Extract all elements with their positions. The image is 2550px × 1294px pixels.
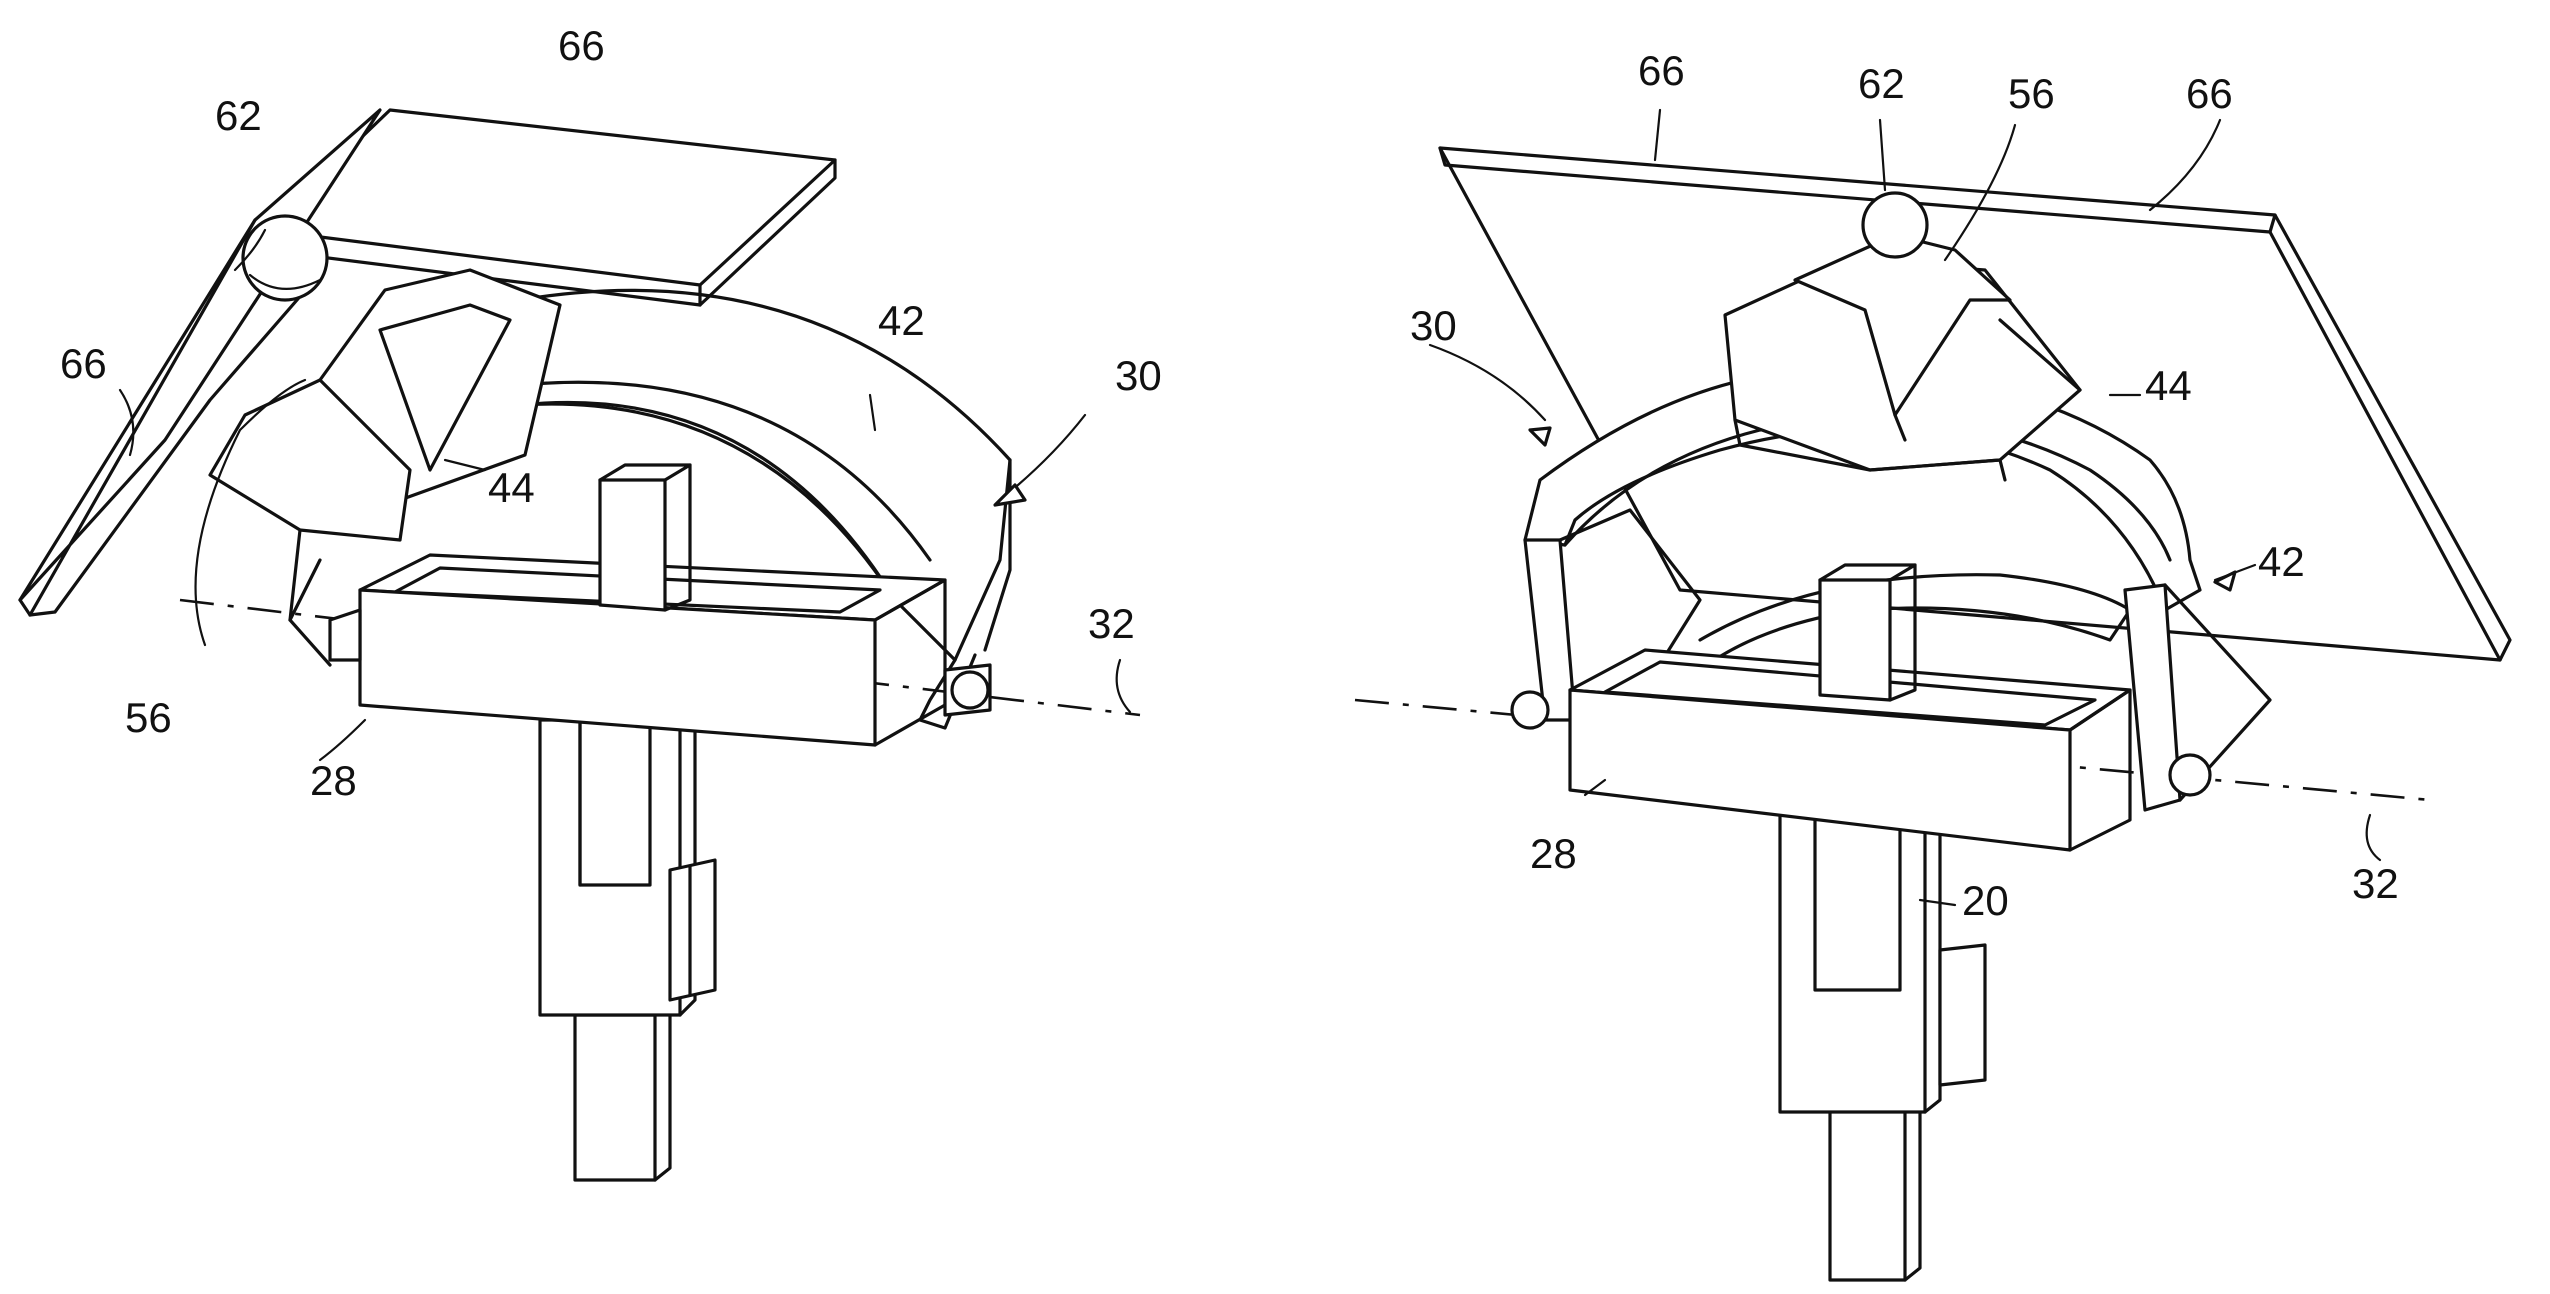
left-label-cross-beam: 28 <box>310 757 357 804</box>
left-ball-joint <box>243 216 327 300</box>
left-label-ball-joint: 62 <box>215 92 262 139</box>
left-figure: 66 62 66 56 42 30 44 32 28 <box>20 22 1162 1180</box>
right-label-ball-joint: 62 <box>1858 60 1905 107</box>
left-label-top-plate: 66 <box>558 22 605 69</box>
right-label-plate-left: 66 <box>1638 47 1685 94</box>
left-label-slider-block: 44 <box>488 464 535 511</box>
right-ball-joint <box>1863 193 1927 257</box>
right-label-post: 20 <box>1962 877 2009 924</box>
right-label-axis: 32 <box>2352 860 2399 907</box>
right-label-cross-beam: 28 <box>1530 830 1577 877</box>
left-lower-post <box>575 1005 670 1180</box>
left-label-arc-frame: 42 <box>878 297 925 344</box>
left-post <box>540 708 715 1015</box>
left-label-axis: 32 <box>1088 600 1135 647</box>
left-label-side-plate: 66 <box>60 340 107 387</box>
right-label-slider-block: 44 <box>2145 362 2192 409</box>
right-label-bracket: 56 <box>2008 70 2055 117</box>
right-lower-post <box>1830 1098 1920 1280</box>
right-label-arc-frame: 42 <box>2258 538 2305 585</box>
left-label-frame-arrow: 30 <box>1115 352 1162 399</box>
right-label-frame-arrow: 30 <box>1410 302 1457 349</box>
right-label-plate-right: 66 <box>2186 70 2233 117</box>
right-figure: 66 62 56 66 30 44 42 28 20 32 <box>1355 47 2510 1280</box>
left-label-bracket: 56 <box>125 694 172 741</box>
